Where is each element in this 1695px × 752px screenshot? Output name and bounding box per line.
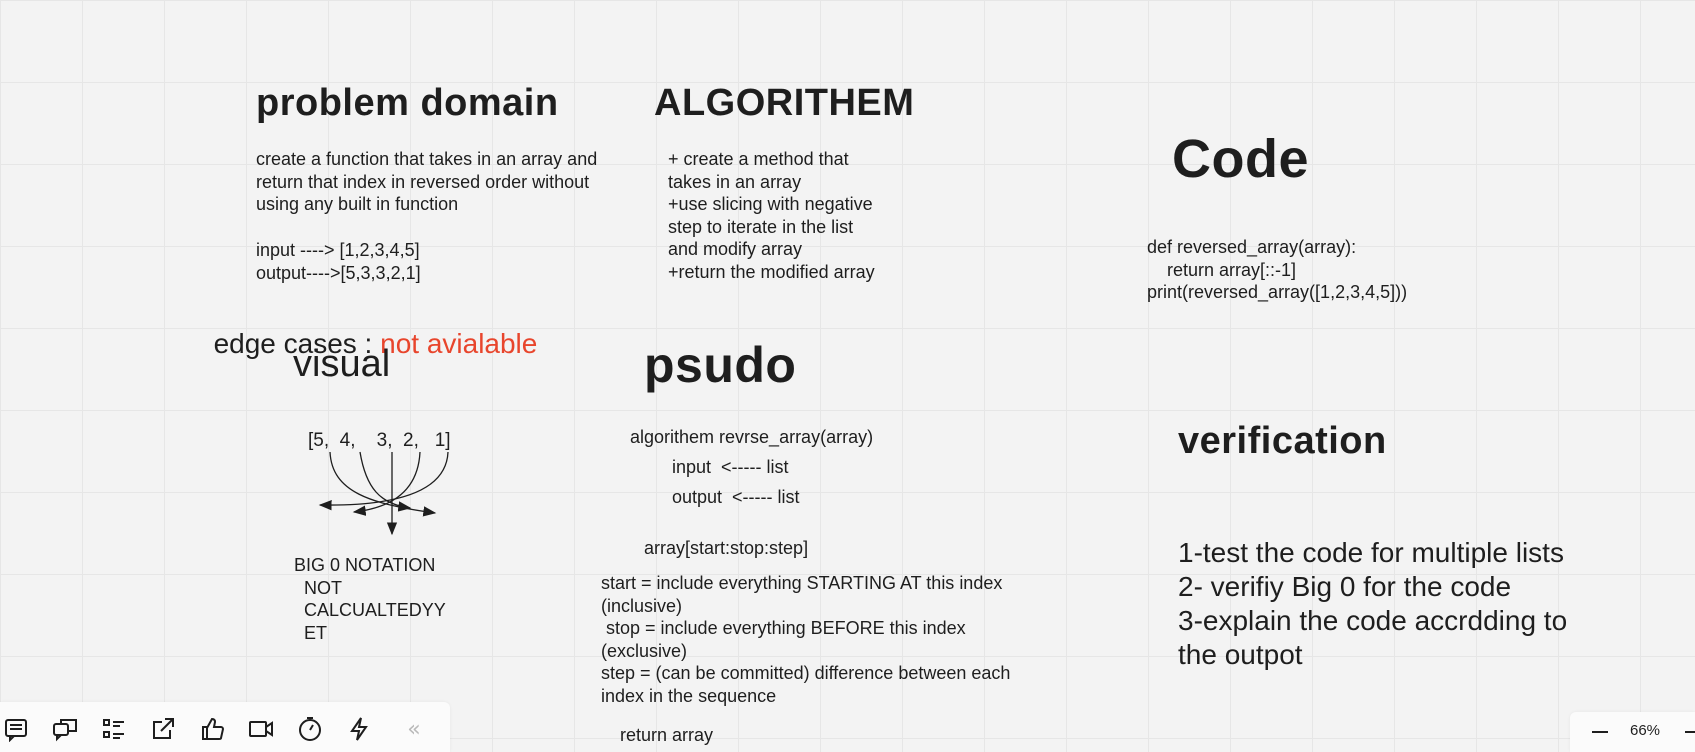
comments-button[interactable] <box>49 714 81 744</box>
code-source: def reversed_array(array): return array[… <box>1147 237 1408 302</box>
visual-title: visual <box>293 343 391 385</box>
video-icon <box>249 721 273 737</box>
like-button[interactable] <box>196 714 228 744</box>
lightning-button[interactable] <box>343 714 375 744</box>
psudo-output: output <----- list <box>672 487 800 507</box>
verification-title: verification <box>1178 420 1387 462</box>
psudo-explanation: start = include everything STARTING AT t… <box>601 573 1011 706</box>
zoom-in-button[interactable] <box>1685 720 1695 744</box>
zoom-out-button[interactable] <box>1588 720 1612 744</box>
edge-cases: edge cases : not avialable <box>198 296 538 360</box>
timer-button[interactable] <box>294 714 326 744</box>
verification-items: 1-test the code for multiple lists 2- ve… <box>1178 537 1568 670</box>
notes-icon <box>5 719 27 742</box>
psudo-return: return array <box>620 725 714 745</box>
psudo-header: algorithem revrse_array(array) <box>630 427 874 447</box>
lightning-icon <box>350 717 368 741</box>
comments-icon <box>53 719 77 742</box>
collapse-toolbar-button[interactable]: « <box>398 714 430 744</box>
visual-array-label: [5, 4, 3, 2, 1] <box>308 430 451 451</box>
list-icon <box>103 719 124 739</box>
thumbs-up-icon <box>202 717 225 740</box>
bottom-toolbar: « <box>0 702 450 752</box>
problem-domain-description: create a function that takes in an array… <box>256 149 598 214</box>
code-title: Code <box>1172 129 1309 189</box>
algorithm-title: ALGORITHEM <box>654 82 915 124</box>
video-button[interactable] <box>245 714 277 744</box>
collapse-icon: « <box>407 716 421 742</box>
share-icon <box>153 718 174 739</box>
edge-cases-label: edge cases : <box>213 328 381 359</box>
zoom-level[interactable]: 66% <box>1630 722 1661 739</box>
problem-domain-title: problem domain <box>256 82 559 124</box>
problem-domain-io: input ----> [1,2,3,4,5] output---->[5,3,… <box>256 240 421 283</box>
psudo-slice-syntax: array[start:stop:step] <box>644 538 809 558</box>
edge-cases-value: not avialable <box>380 328 538 359</box>
algorithm-steps: + create a method that takes in an array… <box>668 149 875 282</box>
psudo-input: input <----- list <box>672 457 789 477</box>
notes-button[interactable] <box>0 714 32 744</box>
reverse-arrows-diagram <box>318 451 449 536</box>
zoom-control: 66% <box>1570 712 1695 752</box>
psudo-title: psudo <box>644 337 797 393</box>
share-button[interactable] <box>147 714 179 744</box>
timer-icon <box>299 717 321 741</box>
list-button[interactable] <box>98 714 130 744</box>
big-o-notation: BIG 0 NOTATION NOT CALCUALTEDYY ET <box>294 555 446 643</box>
